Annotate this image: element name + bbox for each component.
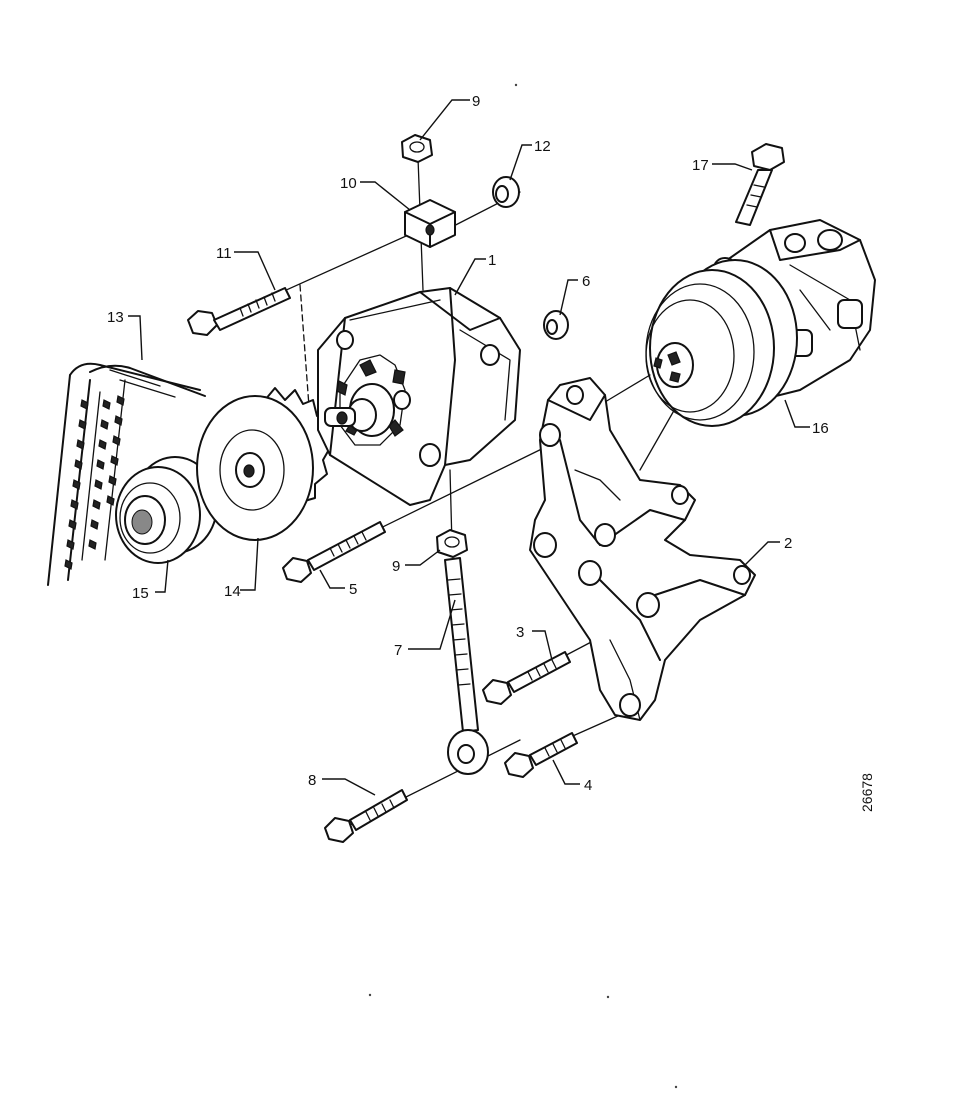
crank-pulley	[115, 456, 218, 564]
drawing-reference-number: 26678	[859, 773, 875, 812]
bushing-12	[492, 176, 520, 208]
ac-compressor	[645, 219, 876, 427]
label-part-5: 5	[349, 581, 357, 598]
clamp-block	[404, 199, 456, 248]
label-part-12: 12	[534, 138, 551, 155]
label-part-11: 11	[216, 245, 232, 262]
label-part-8: 8	[308, 772, 316, 789]
label-part-16: 16	[812, 420, 829, 437]
label-part-9-upper: 9	[472, 93, 480, 110]
label-part-15: 15	[132, 585, 149, 602]
part-labels: 1 2 3 4 5 6 7 8 9 9 10 11 12 13 14 15 16…	[107, 93, 829, 794]
nut-lower	[436, 529, 468, 558]
drive-belt	[47, 362, 206, 586]
mounting-bracket	[529, 377, 756, 721]
bolt-11	[187, 287, 291, 336]
label-part-13: 13	[107, 309, 124, 326]
alternator	[317, 287, 521, 506]
label-part-7: 7	[394, 642, 402, 659]
label-part-6: 6	[582, 273, 590, 290]
label-part-2: 2	[784, 535, 792, 552]
alternator-pulley-fan	[196, 387, 332, 541]
label-part-9-lower: 9	[392, 558, 400, 575]
label-part-17: 17	[692, 157, 709, 174]
bolt-8	[324, 789, 408, 843]
label-part-1: 1	[488, 252, 496, 269]
leader-lines	[128, 99, 810, 796]
bolt-3	[482, 651, 571, 705]
bolt-4	[504, 732, 578, 778]
adjusting-link	[444, 557, 489, 775]
label-part-4: 4	[584, 777, 592, 794]
label-part-3: 3	[516, 624, 524, 641]
scan-specks	[368, 83, 678, 1089]
label-part-10: 10	[340, 175, 357, 192]
bolt-17	[735, 143, 785, 226]
bushing-6	[543, 310, 569, 340]
bolt-5	[282, 521, 386, 583]
label-part-14: 14	[224, 583, 241, 600]
nut-upper	[401, 134, 433, 163]
